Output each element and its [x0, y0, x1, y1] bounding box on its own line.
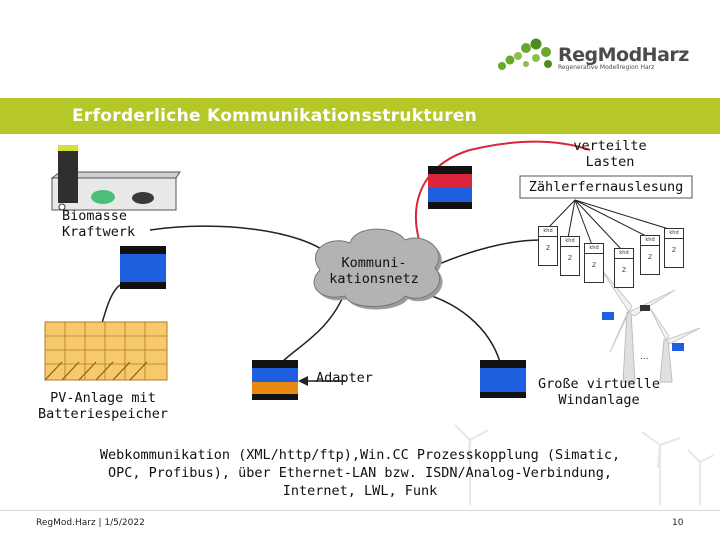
link-network-pv — [281, 291, 346, 363]
network-label: Kommuni- kationsnetz — [322, 255, 426, 287]
pv-panel-icon — [44, 321, 168, 381]
pv-line-1: PV-Anlage mit — [50, 390, 156, 406]
meter-head: khd — [641, 236, 659, 246]
meter-z: Z — [621, 267, 627, 274]
communication-description: Webkommunikation (XML/http/ftp),Win.CC P… — [40, 446, 680, 500]
logo-mark-icon — [498, 38, 552, 70]
biomass-line-1: Biomasse — [62, 208, 128, 224]
pv-line-2: Batteriespeicher — [37, 406, 169, 422]
meter-z: Z — [545, 245, 551, 252]
background-turbines — [454, 424, 715, 505]
description-line-2: OPC, Profibus), über Ethernet-LAN bzw. I… — [108, 465, 612, 481]
distributed-loads-line-2: Lasten — [585, 154, 635, 170]
title-bar — [0, 98, 720, 134]
wind-line-2: Windanlage — [558, 392, 640, 408]
description-line-3: Internet, LWL, Funk — [282, 483, 438, 499]
meter-head: khd — [561, 237, 579, 247]
meter-z: Z — [671, 247, 677, 254]
logo-wordmark: RegModHarz — [558, 44, 689, 66]
adapter-box-biomass — [120, 246, 166, 289]
link-network-meters — [429, 239, 541, 269]
network-line-1: Kommuni- — [341, 255, 407, 271]
pv-label: PV-Anlage mit Batteriespeicher — [28, 390, 178, 422]
distributed-loads-label: verteilte Lasten — [572, 138, 648, 170]
meter-head: khd — [665, 229, 683, 239]
link-network-wind — [409, 289, 501, 363]
adapter-arrow — [298, 376, 345, 386]
meter-tree — [547, 199, 673, 251]
meter-reading-box — [519, 175, 693, 199]
meter-head: khd — [615, 249, 633, 259]
footer-divider — [0, 510, 720, 511]
footer-text: RegMod.Harz | 1/5/2022 — [36, 518, 145, 528]
logo-tagline: Regenerative Modellregion Harz — [558, 64, 655, 71]
wind-label: Große virtuelle Windanlage — [524, 376, 674, 408]
biomass-line-2: Kraftwerk — [62, 224, 136, 240]
adapter-box-wind — [480, 360, 526, 398]
adapter-box-pv — [252, 360, 298, 400]
page-number: 10 — [672, 518, 684, 528]
meter-z: Z — [567, 255, 573, 262]
slide-title: Erforderliche Kommunikationsstrukturen — [72, 106, 478, 126]
adapter-box-loads — [428, 166, 472, 209]
meter-z: Z — [647, 254, 653, 261]
meter-head: khd — [539, 227, 557, 237]
meter-head: khd — [585, 244, 603, 254]
description-line-1: Webkommunikation (XML/http/ftp),Win.CC P… — [99, 447, 621, 463]
biomass-label: Biomasse Kraftwerk — [62, 208, 135, 240]
link-red-loads — [414, 140, 591, 269]
adapter-label: Adapter — [316, 370, 373, 386]
network-line-2: kationsnetz — [329, 271, 419, 287]
wind-turbine-icons — [599, 267, 701, 383]
link-biomass-network — [149, 225, 331, 256]
distributed-loads-line-1: verteilte — [573, 138, 647, 154]
biomass-plant-icon — [50, 145, 181, 211]
wind-line-1: Große virtuelle — [538, 376, 660, 392]
meter-z: Z — [591, 262, 597, 269]
network-cloud-icon — [313, 228, 443, 310]
wind-ellipsis: ... — [640, 352, 649, 362]
meter-reading-label: Zählerfernauslesung — [528, 179, 684, 195]
